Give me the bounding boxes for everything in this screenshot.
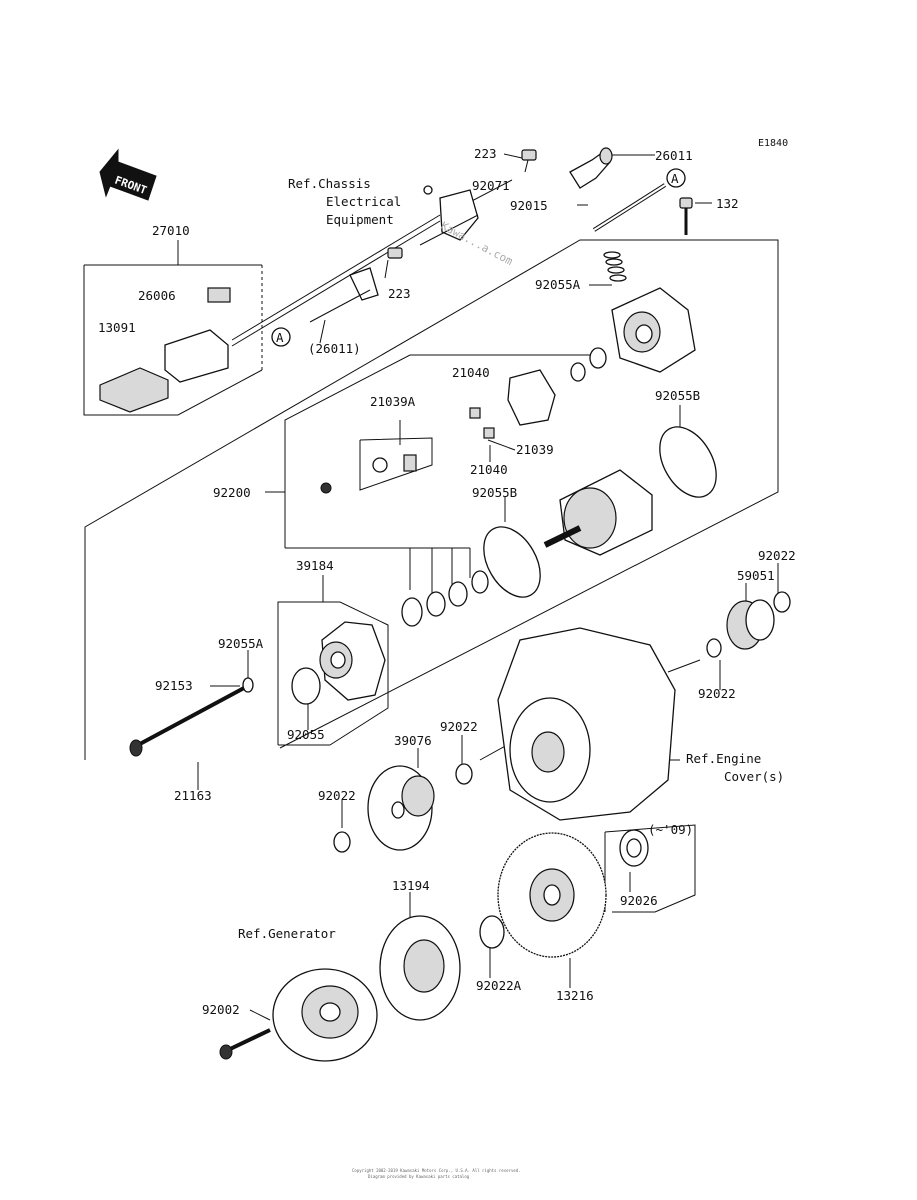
part-label: 27010 <box>152 223 190 238</box>
year-note: (~'09) <box>648 822 693 837</box>
callout-a-top-label: A <box>671 171 679 186</box>
part-label: 92026 <box>620 893 658 908</box>
part-brush-21039a <box>320 454 417 494</box>
part-label: 13194 <box>392 878 430 893</box>
part-label: 92055B <box>472 485 517 500</box>
part-label: 223 <box>474 146 497 161</box>
part-gear-59051 <box>706 591 791 658</box>
part-label: 92022 <box>440 719 478 734</box>
part-label: 26006 <box>138 288 176 303</box>
part-bolt-92002 <box>219 1028 271 1060</box>
part-rod-26011 <box>592 183 667 232</box>
part-label: 132 <box>716 196 739 211</box>
part-bolt-223-top <box>521 149 537 173</box>
part-springs-92055a <box>603 251 627 282</box>
front-arrow-icon: FRONT <box>99 148 157 201</box>
part-label: 21040 <box>452 365 490 380</box>
part-label: 92022 <box>698 686 736 701</box>
watermark: Kawa...a.com <box>439 219 516 268</box>
part-relay-26006 <box>207 287 231 303</box>
part-label: 26011 <box>655 148 693 163</box>
part-label: 92055A <box>535 277 581 292</box>
part-label: 21039A <box>370 394 416 409</box>
callout-a-top: A <box>666 168 686 188</box>
part-oring-92055b-left <box>483 526 541 598</box>
part-label: 92055B <box>655 388 700 403</box>
part-cable-92071 <box>231 185 479 347</box>
ref-chassis-line3: Equipment <box>326 212 394 227</box>
part-label: 92055 <box>287 727 325 742</box>
part-label: 92200 <box>213 485 251 500</box>
part-number-labels: 223 26011 92071 92015 132 27010 26006 22… <box>98 146 796 1017</box>
ref-generator: Ref.Generator <box>238 926 336 941</box>
footer-line1: Copyright 2002-2019 Kawasaki Motors Corp… <box>352 1168 521 1173</box>
part-end-cover <box>611 287 696 373</box>
part-gear-39076 <box>367 765 435 851</box>
part-label: 92022A <box>476 978 522 993</box>
part-engine-cover <box>497 627 676 821</box>
part-washer-92022-left <box>333 831 351 853</box>
part-rotor-generator <box>272 968 378 1062</box>
part-brush-holder-21039 <box>469 369 556 439</box>
part-washer-92022a <box>479 915 505 949</box>
part-label: 92015 <box>510 198 548 213</box>
part-label: 223 <box>388 286 411 301</box>
ref-chassis-line1: Ref.Chassis <box>288 176 371 191</box>
part-relay-13091 <box>99 329 229 413</box>
part-label: 92153 <box>155 678 193 693</box>
part-label: 92071 <box>472 178 510 193</box>
ref-chassis-line2: Electrical <box>326 194 401 209</box>
part-washer-92022-mid <box>455 763 473 785</box>
part-label: 21040 <box>470 462 508 477</box>
part-seal-92026 <box>619 829 649 867</box>
part-oring-92055b-right <box>659 426 717 498</box>
part-label: 92002 <box>202 1002 240 1017</box>
callout-a-left: A <box>271 327 291 347</box>
part-label: 13091 <box>98 320 136 335</box>
footer-line2: Diagram provided by Kawasaki parts catal… <box>368 1174 470 1179</box>
part-washers-92200 <box>401 570 489 627</box>
part-label: (26011) <box>308 341 361 356</box>
leader-lines <box>197 153 779 1021</box>
ref-engine-line2: Cover(s) <box>724 769 784 784</box>
part-label: 59051 <box>737 568 775 583</box>
part-label: 13216 <box>556 988 594 1003</box>
diagram-code: E1840 <box>758 138 788 149</box>
part-label: 21039 <box>516 442 554 457</box>
callout-a-left-label: A <box>276 330 284 345</box>
part-washer-92055a <box>242 677 254 693</box>
part-bracket-223 <box>309 247 403 323</box>
part-label: 21163 <box>174 788 212 803</box>
part-clutch-13194 <box>379 915 461 1021</box>
part-bolt-132 <box>679 197 693 235</box>
part-oring-92055 <box>291 667 321 705</box>
part-washer-92200-top <box>570 347 607 382</box>
part-label: 92055A <box>218 636 264 651</box>
part-cap-26011 <box>569 147 613 189</box>
part-label: 39184 <box>296 558 334 573</box>
ref-engine-line1: Ref.Engine <box>686 751 761 766</box>
frame-lines <box>83 239 779 913</box>
part-armature <box>543 469 653 556</box>
part-label: 39076 <box>394 733 432 748</box>
part-bolt-21163 <box>129 686 245 757</box>
part-housing-39184 <box>319 621 386 701</box>
part-label: 92022 <box>318 788 356 803</box>
part-label: 92022 <box>758 548 796 563</box>
part-gear-13216 <box>497 832 607 958</box>
